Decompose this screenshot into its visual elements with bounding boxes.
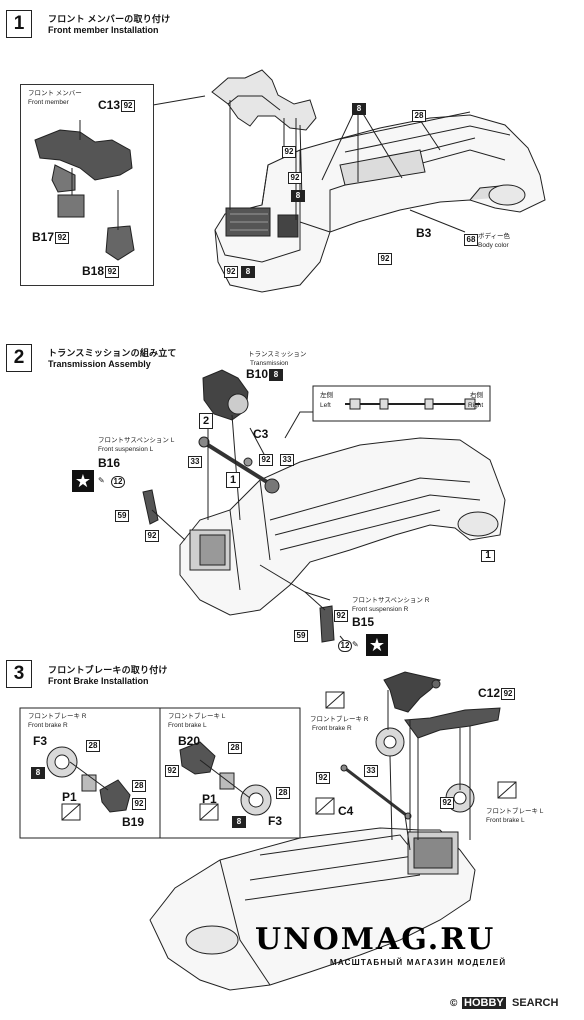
part-label: F3 — [33, 734, 48, 748]
paint-callout: 59 — [115, 510, 129, 522]
star-icon: ★ — [366, 634, 388, 656]
side-right-jp: 右側 — [470, 392, 483, 399]
paint-callout: 28 — [412, 110, 426, 122]
color-code: 68 — [464, 234, 478, 246]
paint-callout: 33 — [364, 765, 378, 777]
paint-callout: 92 — [165, 765, 179, 777]
step-number: 2 — [6, 344, 32, 372]
paint-callout: 92 — [334, 610, 348, 622]
watermark-logo: UNOMAG.RU — [255, 922, 496, 957]
part-label: B19 — [122, 815, 145, 829]
side-right-en: Right — [468, 402, 484, 409]
brake-l-label-en: Front brake L — [168, 722, 207, 729]
paint-callout: 92 — [316, 772, 330, 784]
paint-callout: 92 — [259, 454, 273, 466]
part-label: B20 — [178, 734, 201, 748]
copyright-mark: © — [450, 998, 458, 1009]
paint-callout: 12 — [111, 476, 125, 488]
inset-label-en: Front member — [28, 99, 69, 106]
cement-icon: ✎ — [98, 476, 105, 485]
side-left-en: Left — [320, 402, 331, 409]
color-label-jp: ボディー色 — [478, 233, 511, 240]
transmission-label-jp: トランスミッション — [248, 351, 307, 358]
step-title-jp: フロント メンバーの取り付け — [48, 14, 171, 24]
paint-callout: 28 — [228, 742, 242, 754]
hobby-logo: HOBBY — [462, 997, 506, 1009]
inset-label-jp: フロント メンバー — [28, 90, 82, 97]
color-label-en: Body color — [478, 242, 509, 249]
step-title-en: Transmission Assembly — [48, 359, 151, 369]
brake-r-label-en: Front brake R — [28, 722, 68, 729]
susp-l-label-en: Front suspension L — [98, 446, 154, 453]
part-label: C3 — [253, 427, 269, 441]
paint-callout: 92 — [378, 253, 392, 265]
step-number: 3 — [6, 660, 32, 688]
side-left-jp: 左側 — [320, 392, 333, 399]
paint-callout: 92 — [132, 798, 146, 810]
step-reference: 1 — [481, 550, 495, 562]
brake-r-label-jp: フロントブレーキ R — [28, 713, 87, 720]
paint-callout: 8 — [241, 266, 255, 278]
step-title-jp: トランスミッションの組み立て — [48, 348, 177, 358]
paint-callout: 92 — [282, 146, 296, 158]
paint-callout: 8 — [232, 816, 246, 828]
watermark-subtitle: МАСШТАБНЫЙ МАГАЗИН МОДЕЛЕЙ — [330, 958, 507, 967]
cement-icon: ✎ — [352, 640, 359, 649]
part-label: C4 — [338, 804, 354, 818]
step-title-en: Front member Installation — [48, 25, 159, 35]
step-title-en: Front Brake Installation — [48, 676, 149, 686]
star-icon: ★ — [72, 470, 94, 492]
brake-l-main-en: Front brake L — [486, 817, 525, 824]
paint-callout: 28 — [276, 787, 290, 799]
paint-callout: 92 — [224, 266, 238, 278]
step-number: 1 — [6, 10, 32, 38]
paint-callout: 8 — [31, 767, 45, 779]
paint-callout: 28 — [132, 780, 146, 792]
paint-callout: 92 — [288, 172, 302, 184]
paint-callout: 92 — [440, 797, 454, 809]
brake-l-label-jp: フロントブレーキ L — [168, 713, 226, 720]
step-title-jp: フロントブレーキの取り付け — [48, 665, 168, 675]
part-label: B3 — [416, 226, 432, 240]
brake-r-main-jp: フロントブレーキ R — [310, 716, 369, 723]
search-logo: SEARCH — [512, 997, 559, 1009]
part-label: B16 — [98, 456, 121, 470]
paint-callout: 33 — [188, 456, 202, 468]
susp-r-label-en: Front suspension R — [352, 606, 409, 613]
paint-callout: 8 — [291, 190, 305, 202]
part-label: P1 — [62, 790, 77, 804]
paint-callout: 12 — [338, 640, 352, 652]
paint-callout: 28 — [86, 740, 100, 752]
part-label: P1 — [202, 792, 217, 806]
paint-callout: 8 — [352, 103, 366, 115]
paint-callout: 92 — [145, 530, 159, 542]
paint-callout: 33 — [280, 454, 294, 466]
part-label: F3 — [268, 814, 283, 828]
brake-r-main-en: Front brake R — [312, 725, 352, 732]
sequence-marker: 2 — [199, 413, 213, 429]
susp-l-label-jp: フロントサスペンション L — [98, 437, 175, 444]
sequence-marker: 1 — [226, 472, 240, 488]
brake-l-main-jp: フロントブレーキ L — [486, 808, 544, 815]
part-label: B15 — [352, 615, 375, 629]
susp-r-label-jp: フロントサスペンション R — [352, 597, 430, 604]
inset-box — [20, 84, 154, 286]
paint-callout: 59 — [294, 630, 308, 642]
transmission-label-en: Transmission — [250, 360, 289, 367]
